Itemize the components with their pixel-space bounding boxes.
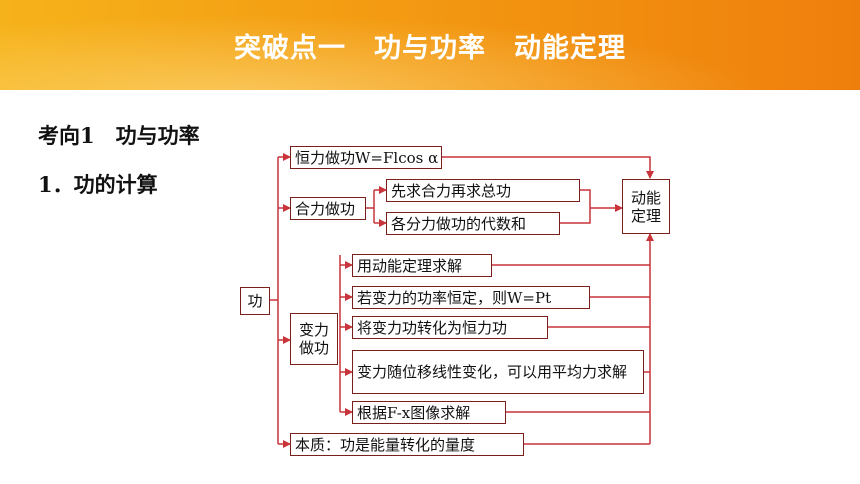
header-glow <box>0 0 860 90</box>
node-var-force: 变力做功 <box>290 313 338 365</box>
node-const-force: 恒力做功W=Flcos α <box>290 146 442 169</box>
node-var-4: 变力随位移线性变化，可以用平均力求解 <box>352 350 644 394</box>
connector-net-b-out <box>560 208 591 224</box>
node-var-2: 若变力的功率恒定，则W=Pt <box>352 286 590 309</box>
connector-net-a-out <box>580 189 591 208</box>
node-essence: 本质：功是能量转化的量度 <box>290 433 524 456</box>
page-title: 突破点一 功与功率 动能定理 <box>234 33 626 64</box>
node-net-a: 先求合力再求总功 <box>386 179 580 202</box>
section-label: 考向1 功与功率 <box>38 123 200 148</box>
arrow-const-to-theorem <box>440 156 654 179</box>
node-var-5: 根据F-x图像求解 <box>352 401 506 424</box>
node-net-b: 各分力做功的代数和 <box>386 212 560 235</box>
sub-label: 1．功的计算 <box>38 172 158 197</box>
node-net-force: 合力做功 <box>290 197 366 220</box>
node-var-1: 用动能定理求解 <box>352 254 492 277</box>
node-root: 功 <box>240 287 270 315</box>
node-var-3: 将变力功转化为恒力功 <box>352 316 548 339</box>
node-theorem: 动能定理 <box>622 179 670 234</box>
